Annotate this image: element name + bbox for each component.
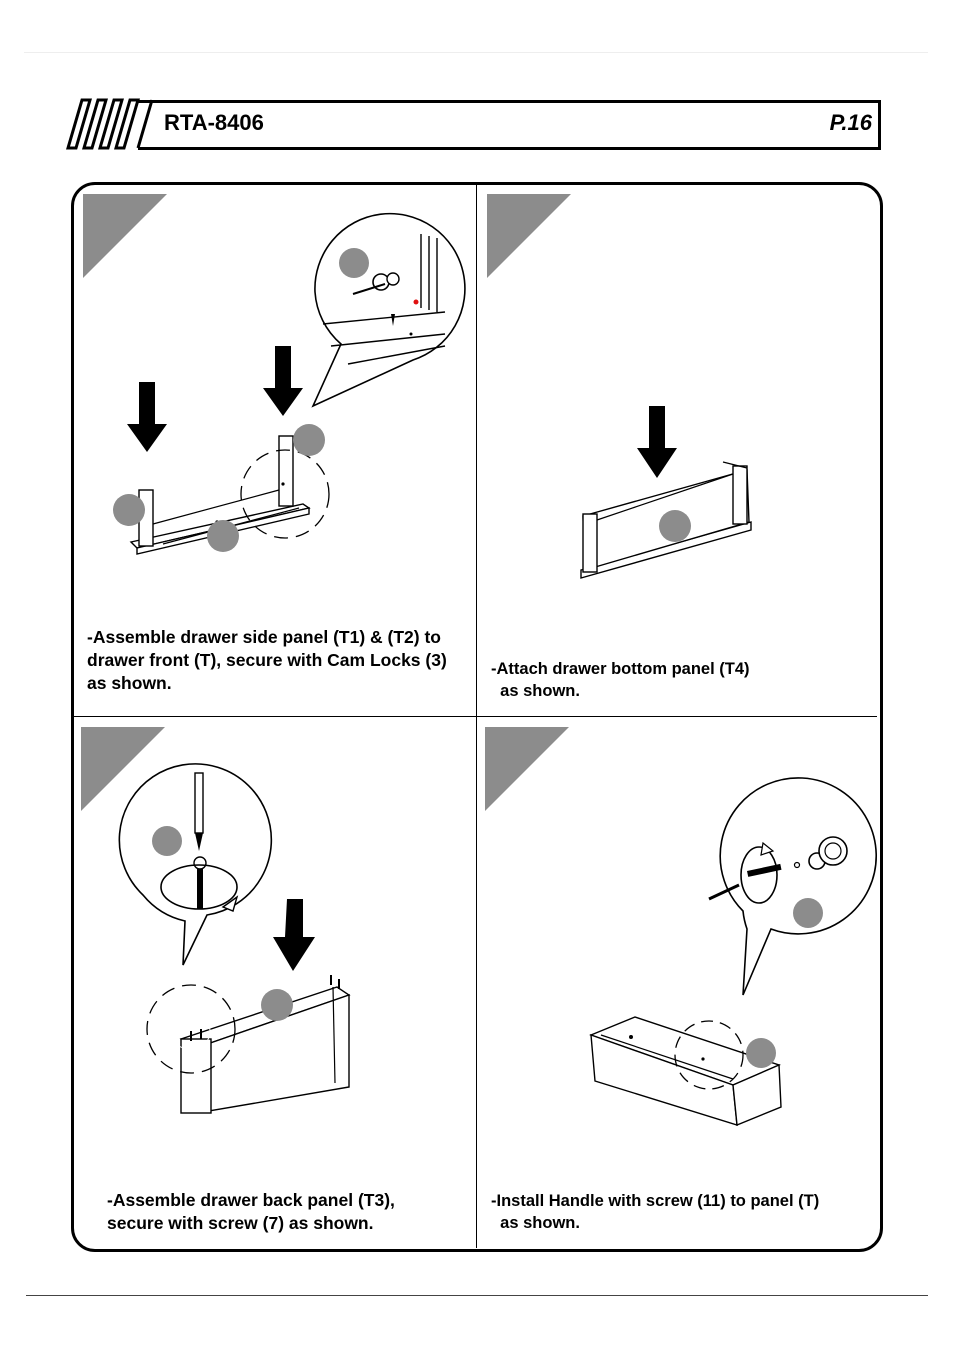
bottom-rule bbox=[26, 1295, 928, 1296]
header-stripes-logo bbox=[66, 98, 154, 150]
header-box bbox=[138, 100, 881, 150]
step-2-caption: -Attach drawer bottom panel (T4) as show… bbox=[491, 660, 750, 700]
drawer-side-assembly-drawing bbox=[113, 346, 330, 555]
step-marker-2 bbox=[487, 194, 571, 278]
step-marker-4 bbox=[485, 727, 569, 811]
drawer-back-panel-drawing bbox=[146, 899, 351, 1114]
top-rule bbox=[24, 52, 928, 53]
cam-lock-detail-callout bbox=[311, 212, 466, 408]
drawer-bottom-panel-drawing bbox=[580, 406, 752, 579]
step-panel-3: -Assemble drawer back panel (T3), secure… bbox=[73, 717, 476, 1247]
handle-detail-callout bbox=[708, 777, 877, 996]
step-panel-4: -Install Handle with screw (11) to panel… bbox=[477, 717, 877, 1247]
step-marker-3 bbox=[81, 727, 165, 811]
step-4-caption: -Install Handle with screw (11) to panel… bbox=[491, 1192, 820, 1232]
handle-install-drawing bbox=[589, 1016, 782, 1127]
page-header: RTA-8406 P.16 bbox=[66, 98, 884, 150]
page-number: P.16 bbox=[829, 110, 872, 135]
screw-detail-callout bbox=[118, 763, 273, 966]
step-panel-1: -Assemble drawer side panel (T1) & (T2) … bbox=[73, 184, 476, 716]
step-marker-1 bbox=[83, 194, 167, 278]
step-panel-2: -Attach drawer bottom panel (T4) as show… bbox=[477, 184, 877, 716]
steps-frame bbox=[71, 182, 883, 1252]
model-number: RTA-8406 bbox=[164, 110, 264, 135]
step-3-caption: -Assemble drawer back panel (T3), secure… bbox=[107, 1190, 395, 1233]
step-1-caption: -Assemble drawer side panel (T1) & (T2) … bbox=[87, 627, 447, 693]
horizontal-divider bbox=[73, 716, 877, 717]
